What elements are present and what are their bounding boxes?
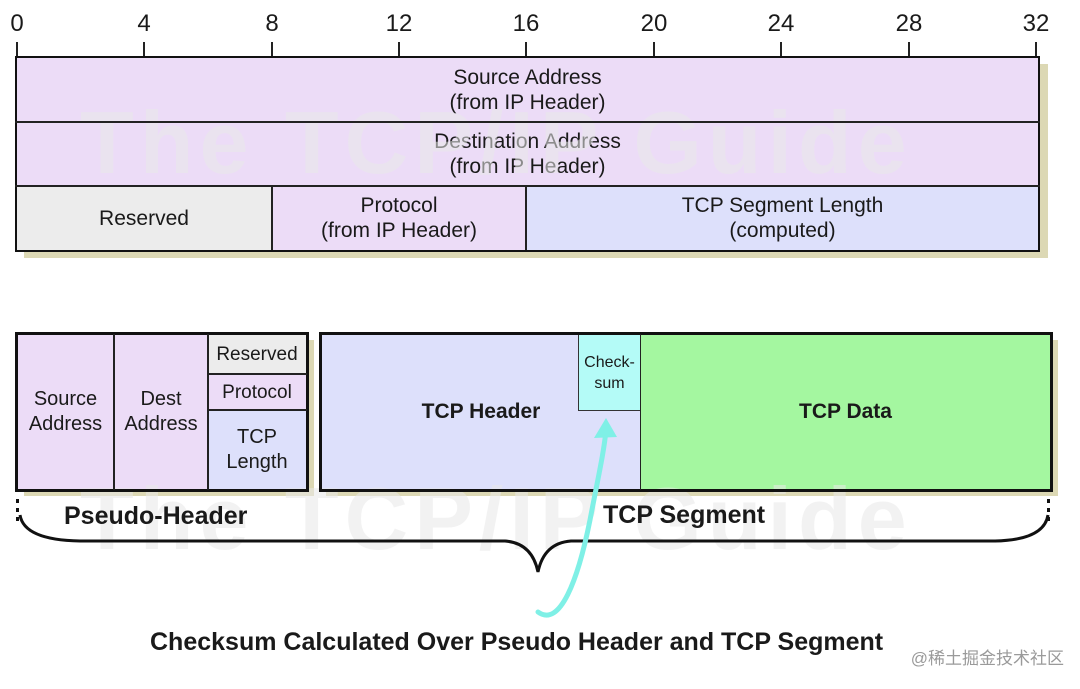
pseudo-dest-label-1: Dest (140, 387, 182, 410)
ruler-tick-12: 12 (385, 10, 413, 37)
segment-dots (1047, 499, 1050, 526)
segment-divider (640, 334, 641, 490)
credit: @稀土掘金技术社区 (910, 649, 1064, 668)
pseudo-reserved-cell: Reserved (208, 334, 306, 374)
reserved-label: Reserved (99, 206, 189, 230)
source-address-note: (from IP Header) (449, 90, 606, 114)
ruler-mark-24 (780, 42, 782, 56)
checksum-label-1: Check- (584, 353, 635, 371)
destination-address-note: (from IP Header) (449, 155, 606, 178)
protocol-cell: Protocol (from IP Header) (272, 186, 526, 250)
ruler-mark-16 (525, 42, 527, 56)
pseudo-header-dots (16, 499, 19, 526)
pseudo-source-cell: Source Address (17, 334, 114, 489)
ruler-mark-20 (653, 42, 655, 56)
pseudo-divider-1 (113, 334, 115, 490)
source-address-cell: Source Address (from IP Header) (16, 57, 1039, 122)
pseudo-tcp-length-cell: TCP Length (208, 410, 306, 489)
ruler-tick-24: 24 (767, 10, 795, 37)
destination-address-label: Destination Address (434, 130, 621, 153)
ruler-tick-20: 20 (640, 10, 668, 37)
ruler-mark-0 (16, 42, 18, 56)
ruler-tick-4: 4 (137, 10, 151, 37)
caption: Checksum Calculated Over Pseudo Header a… (150, 628, 884, 656)
ruler-mark-32 (1035, 42, 1037, 56)
pseudo-protocol-label: Protocol (222, 381, 292, 403)
ruler-tick-0: 0 (10, 10, 24, 37)
ruler-tick-8: 8 (265, 10, 279, 37)
tcp-data-label: TCP Data (799, 400, 892, 423)
tcp-header-label: TCP Header (421, 400, 541, 423)
protocol-label: Protocol (360, 194, 438, 217)
ruler-mark-28 (908, 42, 910, 56)
ruler-tick-16: 16 (512, 10, 540, 37)
pseudo-dest-label-2: Address (124, 412, 198, 435)
top-table-divider-1 (15, 121, 1040, 123)
pseudo-divider-2 (207, 334, 209, 490)
pseudo-protocol-cell: Protocol (208, 374, 306, 410)
top-table-divider-3 (271, 186, 273, 250)
ruler-tick-28: 28 (895, 10, 923, 37)
checksum-arrowhead (594, 418, 617, 438)
pseudo-dest-cell: Dest Address (114, 334, 208, 489)
top-table-divider-4 (525, 186, 527, 250)
pseudo-divider-4 (208, 409, 307, 411)
tcp-segment-length-cell: TCP Segment Length (computed) (526, 186, 1039, 250)
protocol-note: (from IP Header) (321, 219, 477, 242)
ruler-mark-8 (271, 42, 273, 56)
checksum-label-2: sum (594, 374, 625, 392)
destination-address-cell: Destination Address (from IP Header) (16, 122, 1039, 186)
pseudo-source-label-2: Address (28, 412, 103, 435)
checksum-cell: Check- sum (578, 334, 641, 411)
tcp-segment-label: TCP Segment (603, 501, 766, 529)
top-table-divider-2 (15, 185, 1040, 187)
ruler-mark-4 (143, 42, 145, 56)
ruler-tick-32: 32 (1022, 10, 1050, 37)
pseudo-header-label: Pseudo-Header (64, 502, 248, 530)
ruler-mark-12 (398, 42, 400, 56)
curly-brace (18, 514, 1050, 573)
tcp-segment-length-label: TCP Segment Length (681, 194, 884, 217)
tcp-segment-length-note: (computed) (729, 219, 836, 242)
checksum-arrow-shaft (535, 427, 609, 618)
pseudo-tcp-length-label-1: TCP (237, 425, 277, 448)
source-address-label: Source Address (453, 65, 602, 89)
pseudo-divider-3 (208, 373, 307, 375)
tcp-data-cell: TCP Data (641, 334, 1050, 489)
reserved-cell: Reserved (16, 186, 272, 250)
pseudo-source-label-1: Source (33, 387, 98, 410)
pseudo-reserved-label: Reserved (216, 343, 298, 365)
pseudo-tcp-length-label-2: Length (226, 450, 288, 473)
